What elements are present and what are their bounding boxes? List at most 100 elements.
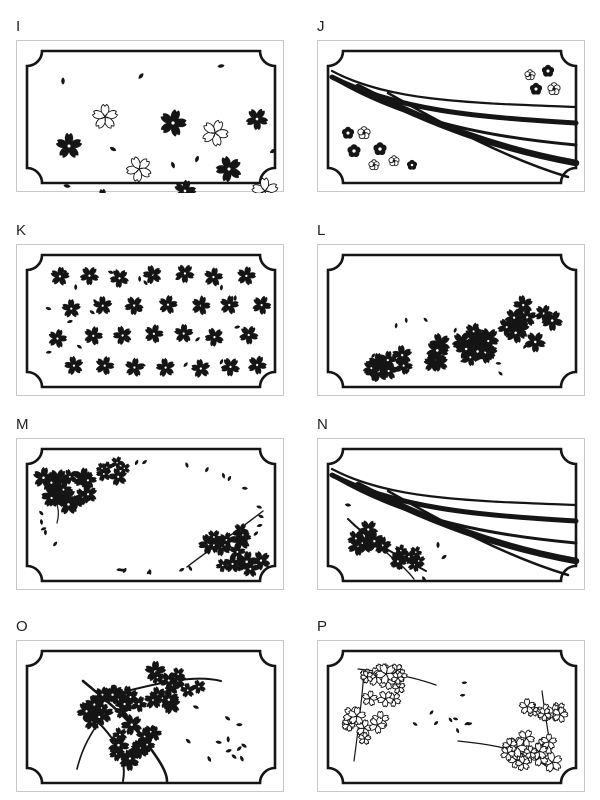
sakura-icon [139,736,156,753]
card-artwork [25,253,277,389]
petal-icon [453,327,457,333]
petal-icon [429,710,434,715]
petal-icon [76,344,82,349]
petal-icon [67,320,73,324]
petal-icon [43,529,47,536]
plum-blossom-icon [373,142,387,156]
sakura-icon [517,307,537,326]
petal-icon [62,274,67,280]
card-label: N [317,416,328,433]
sakura-icon [170,667,186,682]
card-label: I [16,18,21,35]
sakura-icon [358,731,372,745]
sakura-icon [108,467,127,486]
frame-border [25,447,277,583]
plum-blossom-icon [357,126,371,140]
petal-icon [344,503,352,507]
plum-blossom-icon [406,159,418,170]
petal-icon [138,73,144,79]
petal-icon [460,359,466,363]
sakura-icon [347,706,367,725]
petal-icon [219,359,224,365]
petal-icon [109,146,117,152]
petal-icon [394,322,398,329]
petal-icon [119,568,126,572]
sakura-icon [411,554,426,568]
petal-icon [237,746,242,751]
sakura-icon [174,179,197,193]
petal-icon [226,736,230,743]
petal-icon [241,486,248,490]
sakura-icon [79,471,97,489]
petal-icon [136,309,143,312]
petal-icon [256,523,263,528]
sakura-icon [96,356,115,376]
sakura-icon [48,328,68,349]
sakura-icon [524,332,546,353]
sakura-icon [246,108,269,131]
sakura-icon [159,295,178,315]
sakura-icon [237,266,257,286]
petal-icon [236,723,243,727]
design-card-o[interactable] [16,640,284,792]
card-label: M [16,416,29,433]
petal-icon [89,310,95,315]
petal-icon [371,353,375,358]
design-card-p[interactable] [317,640,585,792]
sakura-icon [220,295,239,315]
design-card-i[interactable] [16,40,284,193]
design-card-l[interactable] [317,244,585,396]
card-label: J [317,18,325,35]
sakura-icon [84,694,104,714]
petal-icon [207,756,212,762]
sakura-icon [79,267,100,286]
petal-icon [404,317,408,324]
petal-icon [459,693,466,697]
card-label: O [16,618,28,635]
petal-icon [452,717,459,721]
sakura-icon [497,318,516,337]
petal-icon [215,740,222,744]
sakura-icon [376,690,394,708]
petal-icon [134,459,139,466]
sakura-icon [426,339,449,362]
petal-icon [523,344,527,349]
card-artwork [25,447,277,583]
design-card-n[interactable] [317,438,585,590]
card-artwork [25,649,277,785]
sakura-icon [236,528,250,542]
sakura-icon [160,109,187,137]
sakura-icon [109,269,129,288]
sakura-icon [394,544,408,557]
petal-icon [258,514,264,519]
frame-border [326,649,578,785]
sakura-icon [64,355,83,375]
design-card-j[interactable] [317,40,585,192]
petal-icon [185,462,189,468]
petal-icon [188,565,193,571]
sakura-icon [99,188,106,193]
petal-icon [403,357,407,363]
sakura-icon [174,323,194,343]
sakura-icon [537,707,552,722]
design-card-m[interactable] [16,438,284,590]
sakura-icon [358,520,378,540]
petal-icon [448,717,453,723]
petal-icon [107,270,114,274]
sakura-icon [124,296,144,316]
card-artwork [326,253,578,389]
design-card-k[interactable] [16,244,284,396]
petal-icon [233,295,237,302]
petal-icon [138,275,142,282]
sakura-icon [55,132,83,158]
sakura-icon [92,103,118,129]
sakura-icon [191,679,206,695]
card-artwork [326,49,580,185]
petal-icon [269,148,277,154]
petal-icon [139,363,146,367]
branch [186,510,264,568]
petal-icon [171,161,175,169]
petal-icon [93,299,98,304]
petal-icon [61,77,65,85]
sakura-icon [61,298,81,318]
